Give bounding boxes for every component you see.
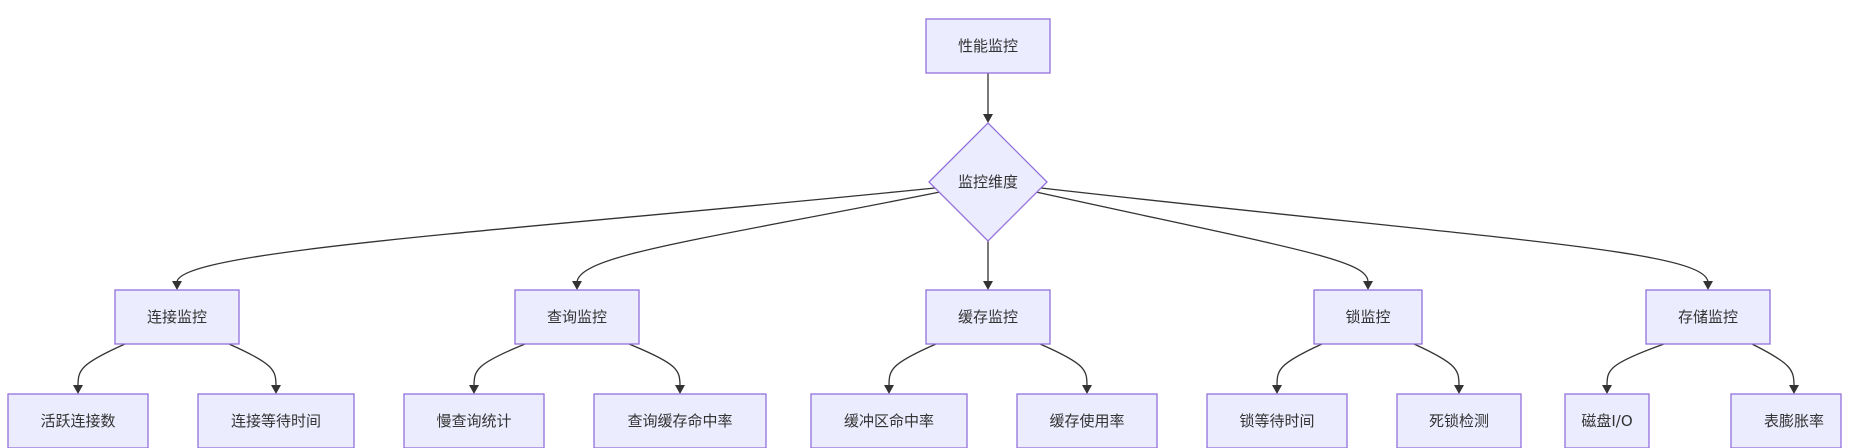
edge-query-to-leaf-1 (469, 343, 526, 394)
edge-cache-to-leaf-1 (884, 343, 937, 394)
node-root-label: 性能监控 (958, 37, 1018, 55)
edge-line (1606, 343, 1665, 387)
edge-storage-to-leaf-2 (1751, 343, 1799, 394)
edge-connection-to-leaf-2 (228, 343, 281, 394)
arrowhead-icon (1363, 281, 1373, 290)
edge-line (1039, 343, 1088, 387)
node-category-lock: 锁监控 (1313, 289, 1423, 345)
node-leaf-buffer-hit-rate: 缓冲区命中率 (810, 393, 968, 448)
node-leaf-label: 连接等待时间 (231, 412, 321, 430)
node-category-cache-label: 缓存监控 (958, 308, 1018, 326)
edge-line (473, 343, 526, 387)
edge-cache-to-leaf-2 (1039, 343, 1092, 394)
node-leaf-label: 缓存使用率 (1049, 412, 1124, 430)
edge-decision-to-lock (1035, 191, 1373, 290)
edge-connection-to-leaf-1 (73, 343, 126, 394)
node-category-storage: 存储监控 (1645, 289, 1771, 345)
arrowhead-icon (1454, 385, 1464, 394)
node-category-query-label: 查询监控 (547, 308, 607, 326)
edge-lock-to-leaf-1 (1272, 343, 1323, 394)
arrowhead-icon (983, 114, 993, 123)
edge-lock-to-leaf-2 (1413, 343, 1464, 394)
edge-line (1413, 343, 1460, 387)
edge-query-to-leaf-2 (628, 343, 685, 394)
arrowhead-icon (1082, 385, 1092, 394)
edge-line (1751, 343, 1795, 387)
node-leaf-label: 缓冲区命中率 (844, 412, 934, 430)
node-decision-label: 监控维度 (958, 173, 1018, 191)
edge-root-to-decision (983, 73, 993, 123)
edge-decision-to-query (572, 191, 941, 290)
node-leaf-label: 慢查询统计 (436, 412, 511, 430)
node-leaf-label: 查询缓存命中率 (627, 412, 732, 430)
edge-storage-to-leaf-1 (1602, 343, 1665, 394)
edge-line (1040, 187, 1709, 283)
nodes-layer: 性能监控 监控维度 连接监控 查询监控 缓存监控 锁监控 存 (7, 18, 1842, 448)
edge-decision-to-storage (1040, 187, 1713, 290)
node-root: 性能监控 (925, 18, 1051, 74)
edge-decision-to-cache (983, 241, 993, 290)
node-leaf-table-bloat-rate: 表膨胀率 (1730, 393, 1842, 448)
node-decision: 监控维度 (928, 122, 1048, 242)
arrowhead-icon (983, 281, 993, 290)
node-category-connection: 连接监控 (114, 289, 240, 345)
node-category-connection-label: 连接监控 (147, 308, 207, 326)
edge-line (228, 343, 277, 387)
arrowhead-icon (884, 385, 894, 394)
node-leaf-label: 活跃连接数 (40, 412, 115, 430)
node-leaf-slow-query-stats: 慢查询统计 (403, 393, 545, 448)
node-leaf-deadlock-detection: 死锁检测 (1396, 393, 1522, 448)
arrowhead-icon (73, 385, 83, 394)
node-category-lock-label: 锁监控 (1345, 308, 1390, 326)
arrowhead-icon (172, 281, 182, 290)
node-category-query: 查询监控 (514, 289, 640, 345)
arrowhead-icon (572, 281, 582, 290)
edge-decision-to-connection (172, 187, 936, 290)
edge-line (888, 343, 937, 387)
edge-line (1276, 343, 1323, 387)
node-leaf-lock-wait-time: 锁等待时间 (1206, 393, 1348, 448)
arrowhead-icon (1789, 385, 1799, 394)
arrowhead-icon (1602, 385, 1612, 394)
edge-line (576, 191, 941, 283)
edge-line (176, 187, 936, 283)
edge-line (628, 343, 681, 387)
node-leaf-label: 表膨胀率 (1764, 412, 1824, 430)
edge-line (77, 343, 126, 387)
node-leaf-label: 磁盘I/O (1581, 412, 1632, 430)
node-category-storage-label: 存储监控 (1678, 308, 1738, 326)
edge-line (1035, 191, 1369, 283)
arrowhead-icon (1272, 385, 1282, 394)
node-leaf-query-cache-hit-rate: 查询缓存命中率 (593, 393, 767, 448)
node-leaf-label: 死锁检测 (1429, 412, 1489, 430)
arrowhead-icon (1703, 281, 1713, 290)
node-leaf-active-connections: 活跃连接数 (7, 393, 149, 448)
node-category-cache: 缓存监控 (925, 289, 1051, 345)
arrowhead-icon (675, 385, 685, 394)
arrowhead-icon (271, 385, 281, 394)
node-leaf-label: 锁等待时间 (1239, 412, 1314, 430)
arrowhead-icon (469, 385, 479, 394)
node-leaf-connection-wait-time: 连接等待时间 (197, 393, 355, 448)
edges-layer (73, 73, 1799, 394)
node-leaf-disk-io: 磁盘I/O (1564, 393, 1650, 448)
node-leaf-cache-usage-rate: 缓存使用率 (1016, 393, 1158, 448)
